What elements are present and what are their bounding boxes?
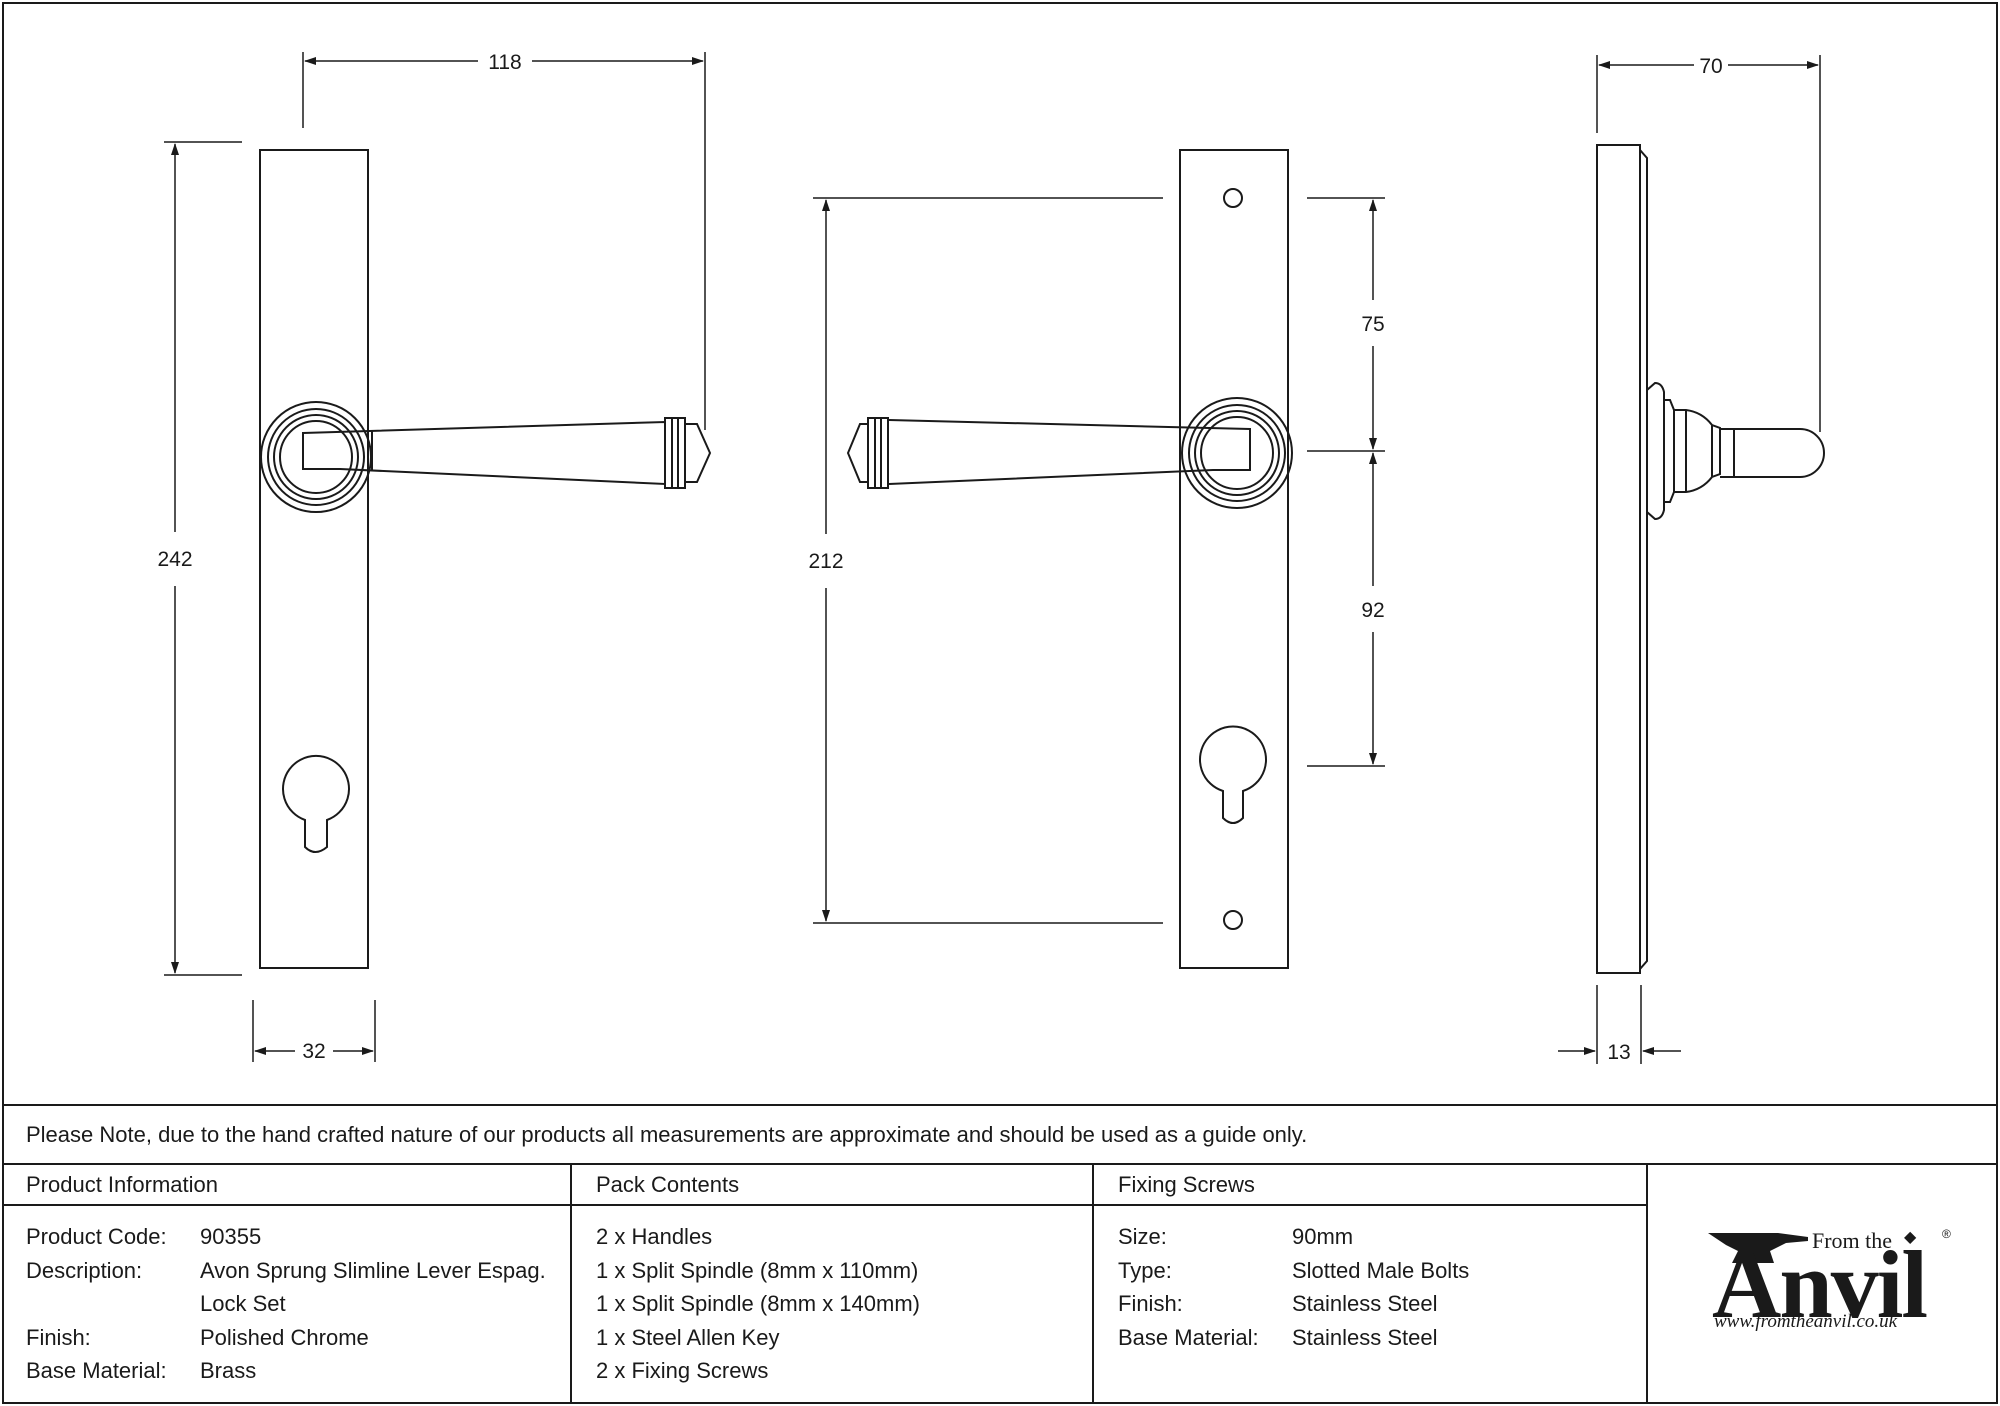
screw-row: Finish: Stainless Steel [1118,1287,1648,1321]
pack-item: 2 x Handles [596,1224,713,1249]
front-lever-collar [664,417,686,489]
back-lever-collar [867,417,889,489]
pack-contents-heading: Pack Contents [572,1165,1092,1206]
front-backplate [259,149,369,969]
info-row: Finish: Polished Chrome [26,1321,570,1355]
logo-from-the: From the [1812,1228,1893,1253]
info-label: Finish: [26,1324,91,1350]
measurement-note: Please Note, due to the hand crafted nat… [2,1104,1998,1165]
from-the-anvil-logo: From the ◆ ® Anvil www.fromtheanvil.co.u… [1652,1165,1998,1404]
info-row: Base Material: Brass [26,1354,570,1388]
diamond-icon: ◆ [1904,1229,1917,1246]
screw-row: Base Material: Stainless Steel [1118,1321,1648,1355]
logo-url: www.fromtheanvil.co.uk [1714,1311,1898,1332]
info-value: Avon Sprung Slimline Lever Espag. [200,1257,546,1283]
fixing-screws-heading: Fixing Screws [1094,1165,1648,1206]
info-label: Product Code: [26,1224,167,1249]
pack-item: 2 x Fixing Screws [596,1358,769,1383]
back-bottom-screw-hole [1223,910,1243,930]
dim-back-lower: 92 [1361,599,1384,622]
product-info-panel: Product Information Product Code: 90355 D… [2,1165,570,1404]
screw-label: Type: [1118,1257,1172,1283]
screw-value: 90mm [1292,1224,1354,1249]
info-row: Lock Set [26,1287,570,1321]
info-label [26,1287,200,1321]
screw-value: Stainless Steel [1292,1324,1438,1350]
dim-side-projection: 70 [1699,55,1722,78]
front-dimensions [164,52,706,1062]
screw-value: Slotted Male Bolts [1292,1257,1470,1283]
screw-label: Size: [1118,1224,1167,1249]
back-rose [1181,397,1293,509]
dim-front-height: 242 [157,548,192,571]
info-value: Polished Chrome [200,1324,369,1350]
info-row: Description: Avon Sprung Slimline Lever E… [26,1254,570,1288]
side-dimensions [1558,55,1821,1064]
screw-label: Finish: [1118,1291,1183,1316]
info-value: Lock Set [200,1291,286,1316]
info-value: Brass [200,1358,257,1383]
screw-value: Stainless Steel [1292,1291,1438,1316]
pack-item: 1 x Split Spindle (8mm x 110mm) [596,1257,919,1283]
info-row: Product Code: 90355 [26,1220,570,1254]
dim-side-thickness: 13 [1607,1041,1630,1064]
side-lever-neck [1674,409,1721,493]
dim-back-upper: 75 [1361,313,1384,336]
divider [570,1165,572,1404]
front-rose [260,401,372,513]
back-top-screw-hole [1223,188,1243,208]
dim-front-width: 118 [488,51,521,74]
pack-item: 1 x Steel Allen Key [596,1324,780,1350]
side-lever-arm [1720,428,1825,478]
back-backplate [1179,149,1289,969]
screw-row: Size: 90mm [1118,1220,1648,1254]
divider [1646,1165,1648,1404]
screw-row: Type: Slotted Male Bolts [1118,1254,1648,1288]
fixing-screws-panel: Fixing Screws Size: 90mm Type: Slotted Mal… [1094,1165,1648,1404]
front-view [259,149,712,969]
info-label: Description: [26,1257,143,1283]
pack-contents-panel: Pack Contents 2 x Handles 1 x Split Spin… [572,1165,1092,1404]
info-value: 90355 [200,1224,262,1249]
front-lever-tip [685,423,712,483]
divider [1092,1165,1094,1404]
front-lever [302,420,666,486]
logo-anvil: Anvil [1712,1231,1928,1338]
back-lever [887,418,1251,486]
screw-label: Base Material: [1118,1324,1259,1350]
side-backplate [1596,144,1641,974]
back-cylinder-hole [1199,725,1267,824]
technical-drawing: 118 242 32 212 75 92 70 13 [157,51,1825,1064]
back-view [846,149,1293,969]
anvil-icon [1708,1233,1808,1263]
dim-front-plate-width: 32 [302,1040,325,1063]
back-dimensions [813,197,1385,924]
side-view [1596,144,1825,974]
info-label: Base Material: [26,1358,167,1383]
back-lever-tip [846,423,868,483]
dim-back-height: 212 [808,550,843,573]
pack-item: 1 x Split Spindle (8mm x 140mm) [596,1291,920,1316]
registered-mark: ® [1942,1227,1951,1241]
side-rose [1646,381,1665,521]
front-cylinder-hole [282,754,350,853]
product-info-heading: Product Information [2,1165,570,1206]
